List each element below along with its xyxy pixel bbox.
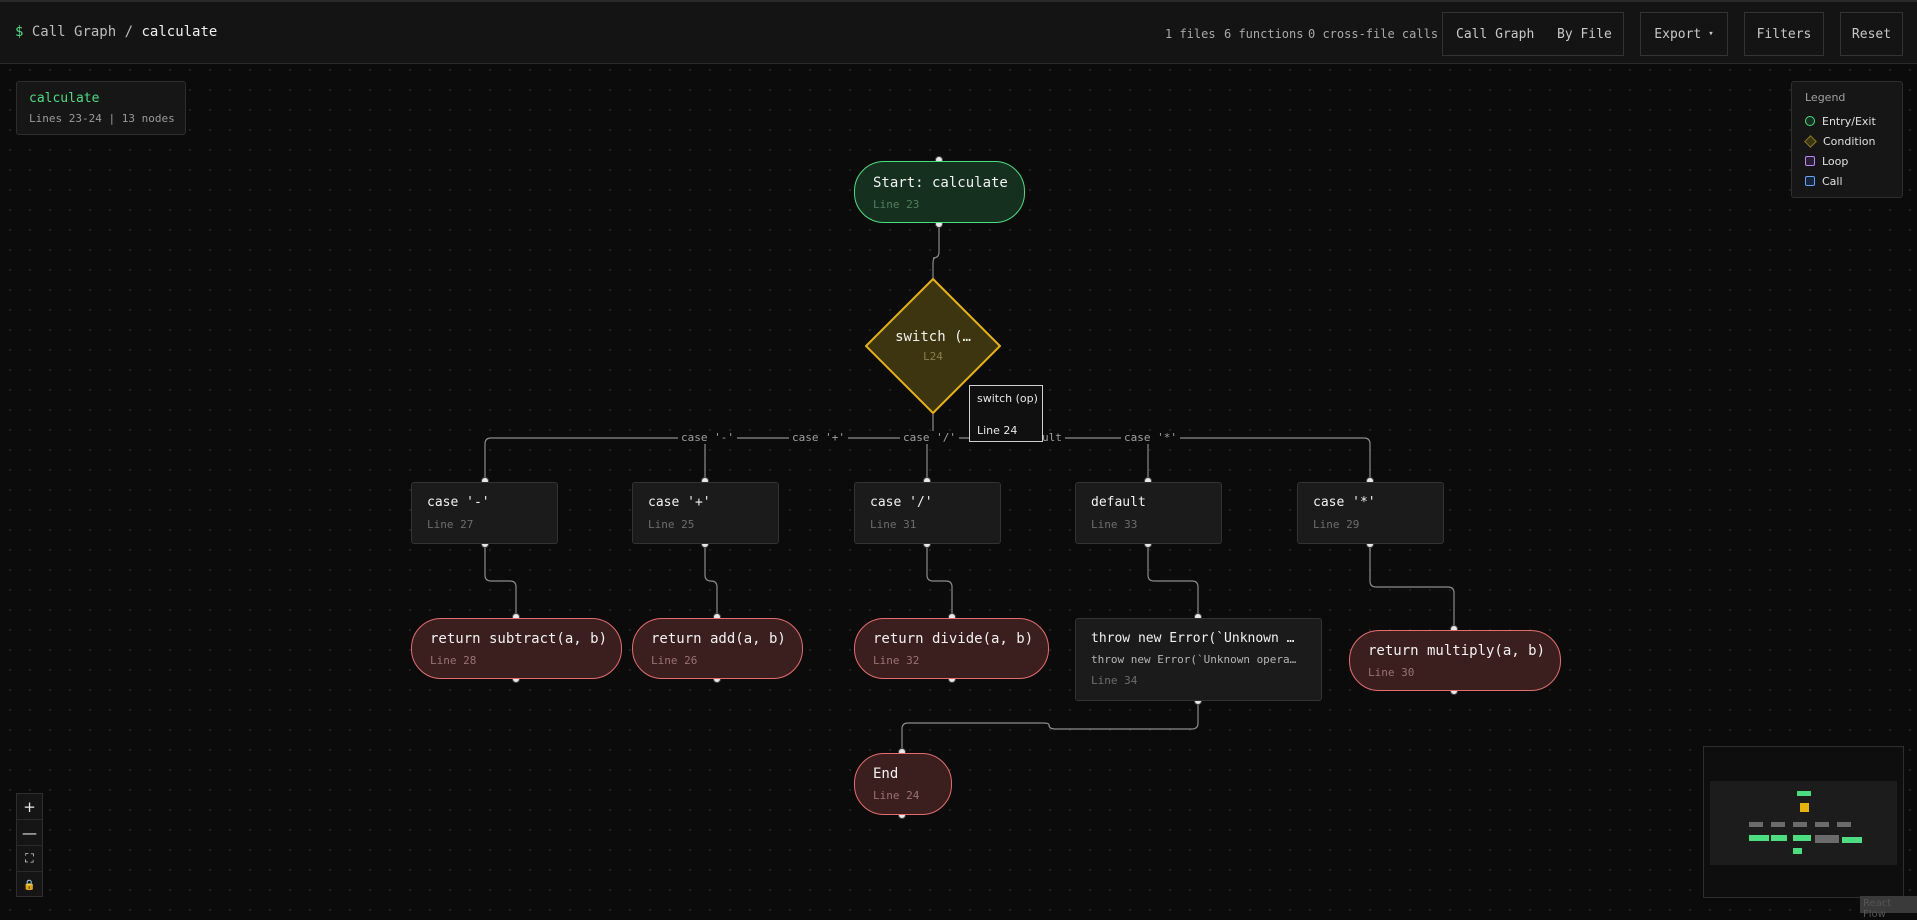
breadcrumb-current: calculate [141,24,218,40]
edge-start-switch [932,224,940,296]
legend-label: Entry/Exit [1822,115,1876,128]
fit-view-button[interactable]: ⛶ [17,846,42,872]
node-return-subtract[interactable]: return subtract(a, b) Line 28 [411,618,622,679]
minimap[interactable] [1703,746,1904,898]
condition-diamond-icon [865,278,1001,414]
edge-default-throw [1147,544,1199,617]
edge-label-case-plus: case '+' [789,431,848,444]
zoom-in-button[interactable]: + [17,794,42,820]
node-title: return add(a, b) [651,631,786,647]
export-button[interactable]: Export ▾ [1640,12,1728,56]
edge-case-mul-return [1369,544,1455,629]
node-return-divide[interactable]: return divide(a, b) Line 32 [854,618,1049,679]
edge-case-plus-return [704,544,718,617]
node-line: Line 32 [873,654,920,667]
reset-button[interactable]: Reset [1840,12,1903,56]
filters-button[interactable]: Filters [1744,12,1824,56]
legend-label: Loop [1822,155,1849,168]
node-line: Line 34 [1091,674,1138,687]
node-title: return subtract(a, b) [430,631,608,647]
lock-button[interactable]: 🔒 [23,879,36,891]
view-toggle: Call Graph By File [1442,12,1624,56]
edge-case-div-return [926,544,953,617]
function-info-panel: calculate Lines 23-24 | 13 nodes [16,81,186,135]
node-line: Line 23 [873,198,920,211]
edge-label-case-mul: case '*' [1121,431,1180,444]
loop-swatch-icon [1805,156,1815,166]
legend-item-condition: Condition [1804,135,1876,148]
attribution-text: React Flow [1863,898,1892,920]
node-line: Line 26 [651,654,698,667]
node-line: Line 30 [1368,666,1415,679]
minimap-canvas [1710,781,1897,865]
node-line: Line 33 [1091,518,1138,531]
node-title: End [873,766,899,782]
call-swatch-icon [1805,176,1815,186]
node-title: return multiply(a, b) [1368,643,1546,659]
functions-count: 6 functions [1224,27,1304,41]
function-summary: Lines 23-24 | 13 nodes [29,112,175,125]
legend-label: Condition [1823,135,1876,148]
node-title: default [1091,495,1146,510]
zoom-controls: + — ⛶ 🔒 [16,793,43,897]
zoom-out-button[interactable]: — [17,820,42,846]
tooltip-line: Line 24 [977,424,1018,437]
node-case-div[interactable]: case '/' Line 31 [854,482,1001,544]
legend-label: Call [1822,175,1843,188]
node-title: throw new Error(`Unknown … [1091,631,1295,646]
node-start[interactable]: Start: calculate Line 23 [854,161,1025,223]
breadcrumb: $ Call Graph / calculate [15,24,217,40]
node-switch-condition[interactable]: switch (… L24 [865,278,1001,414]
attribution-link[interactable]: React Flow [1860,896,1917,920]
node-case-mul[interactable]: case '*' Line 29 [1297,482,1444,544]
edge-label-default: ult [1039,431,1065,444]
node-title: return divide(a, b) [873,631,1034,647]
node-line: L24 [923,350,943,363]
breadcrumb-separator: / [124,24,134,40]
legend-item-loop: Loop [1805,155,1848,168]
node-detail: throw new Error(`Unknown opera… [1091,653,1297,666]
edge-label-case-div: case '/' [900,431,959,444]
node-title: case '+' [648,495,711,510]
node-title: case '/' [870,495,933,510]
tooltip-title: switch (op) [977,392,1038,405]
view-call-graph-button[interactable]: Call Graph [1456,27,1535,42]
function-name: calculate [29,91,100,106]
node-line: Line 27 [427,518,474,531]
chevron-down-icon: ▾ [1708,29,1714,39]
node-line: Line 29 [1313,518,1360,531]
top-bar: $ Call Graph / calculate 1 files 6 funct… [0,0,1917,64]
node-return-multiply[interactable]: return multiply(a, b) Line 30 [1349,630,1561,691]
edge-case-minus-return [484,544,517,617]
breadcrumb-root[interactable]: Call Graph [31,24,117,40]
node-tooltip: switch (op) Line 24 [969,385,1043,442]
legend-item-entry-exit: Entry/Exit [1805,115,1876,128]
node-line: Line 31 [870,518,917,531]
node-line: Line 25 [648,518,695,531]
node-line: Line 28 [430,654,477,667]
node-default[interactable]: default Line 33 [1075,482,1222,544]
legend-title: Legend [1805,91,1846,104]
node-return-add[interactable]: return add(a, b) Line 26 [632,618,803,679]
prompt-symbol: $ [15,24,24,40]
node-case-minus[interactable]: case '-' Line 27 [411,482,558,544]
edge-label-case-minus: case '-' [678,431,737,444]
node-title: case '*' [1313,495,1376,510]
legend-item-call: Call [1805,175,1843,188]
node-end[interactable]: End Line 24 [854,753,952,815]
edge-throw-end [901,701,1199,752]
node-title: case '-' [427,495,490,510]
export-label: Export [1654,26,1702,42]
node-throw-error[interactable]: throw new Error(`Unknown … throw new Err… [1075,618,1322,701]
node-case-plus[interactable]: case '+' Line 25 [632,482,779,544]
node-title: Start: calculate [873,175,1008,191]
node-title: switch (… [895,329,971,345]
node-line: Line 24 [873,789,920,802]
files-count: 1 files [1165,27,1216,41]
legend-panel: Legend Entry/Exit Condition Loop Call [1791,81,1903,198]
view-by-file-button[interactable]: By File [1557,27,1612,42]
cross-file-count: 0 cross-file calls [1308,27,1439,41]
entry-exit-swatch-icon [1805,116,1815,126]
